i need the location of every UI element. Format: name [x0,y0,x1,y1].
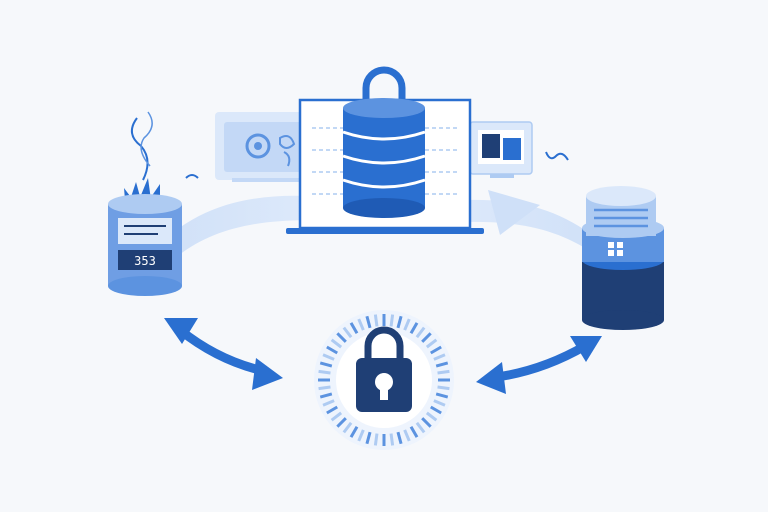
connection-band-arrow [488,190,540,235]
ring-tick [421,417,432,428]
ring-tick [435,361,449,368]
ring-tick [330,411,343,422]
ring-tick [319,361,333,368]
ring-tick [403,429,411,442]
ring-tick [349,426,359,438]
ring-tick [318,369,331,375]
gear-card-icon [215,112,307,182]
ring-tick [319,392,333,399]
ring-tick [430,345,442,355]
ring-tick [415,421,426,434]
ring-tick [396,431,403,445]
mini-monitor-icon [469,121,533,178]
ring-tick [409,322,419,334]
ring-tick [326,405,338,415]
ring-tick [342,326,353,339]
ring-tick [365,315,372,329]
ring-tick [409,426,419,438]
ring-tick [425,338,438,349]
ring-tick [389,433,395,446]
ring-tick [322,353,335,361]
ring-tick [430,405,442,415]
ring-tick [336,417,347,428]
ring-tick [403,318,411,331]
ring-tick [396,315,403,329]
ring-tick [342,421,353,434]
dashed-radial-ring [318,314,450,446]
ring-tick [330,338,343,349]
ring-tick [326,345,338,355]
ring-tick [318,385,331,391]
ring-tick [437,385,450,391]
ring-tick [435,392,449,399]
ring-tick [415,326,426,339]
ring-tick [373,433,379,446]
ring-tick [437,369,450,375]
server-cylinder-icon: 353 [108,111,199,296]
padlock-hub [314,310,454,450]
ring-tick [357,318,365,331]
ring-tick [322,399,335,407]
server-label: 353 [134,254,156,268]
ring-tick [365,431,372,445]
server-stack-icon [545,151,664,330]
ring-tick [349,322,359,334]
ring-tick [421,332,432,343]
ring-tick [433,399,446,407]
ring-tick [389,314,395,327]
ring-tick [357,429,365,442]
ring-tick [425,411,438,422]
database-lock-icon [342,66,426,218]
double-arrow-right-icon [476,336,602,394]
ring-tick [336,332,347,343]
double-arrow-left-icon [164,318,283,390]
padlock-icon [356,326,412,412]
ring-tick [373,314,379,327]
ring-tick [433,353,446,361]
